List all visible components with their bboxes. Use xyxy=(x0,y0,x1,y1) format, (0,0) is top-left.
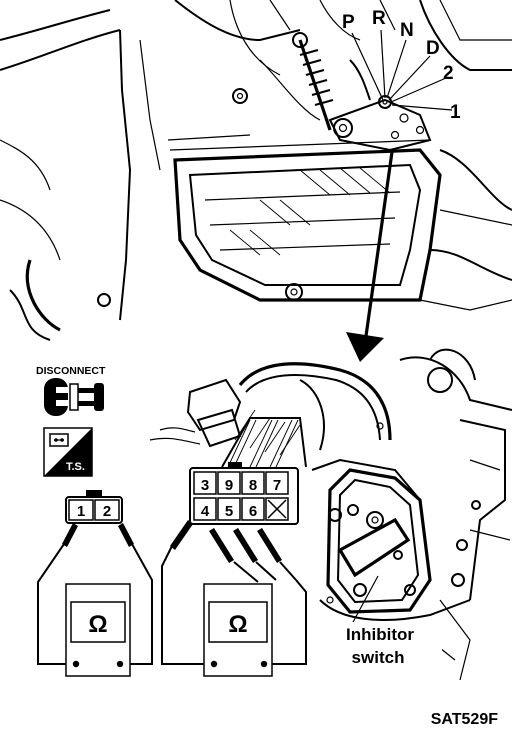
left-meter-terminal-neg xyxy=(72,660,80,668)
left-connector-pin-2 xyxy=(94,499,120,521)
right-pin-9-label: 9 xyxy=(225,477,233,494)
left-pin-2-label: 2 xyxy=(103,503,111,520)
right-pin-8-label: 8 xyxy=(249,477,257,494)
right-pin-4 xyxy=(193,497,217,521)
shift-label-d: D xyxy=(426,38,440,59)
left-meter-terminal-pos xyxy=(116,660,124,668)
left-ohm-symbol: Ω xyxy=(88,611,107,638)
right-pin-8 xyxy=(241,471,265,495)
right-meter-terminal-pos xyxy=(260,660,268,668)
shift-label-2: 2 xyxy=(443,63,454,84)
right-ohmmeter-display xyxy=(208,601,268,643)
callout-leader xyxy=(351,575,379,625)
right-pin-3 xyxy=(193,471,217,495)
right-ohm-symbol: Ω xyxy=(228,611,247,638)
tester-icon: T.S. xyxy=(43,427,93,477)
right-pin-6 xyxy=(241,497,265,521)
right-pin-5 xyxy=(217,497,241,521)
right-pin-5-label: 5 xyxy=(225,503,233,520)
figure-code: SAT529F xyxy=(431,711,499,728)
ts-label: T.S. xyxy=(66,461,85,473)
shift-position-labels: P R N D 2 1 xyxy=(342,8,461,123)
shift-label-p: P xyxy=(342,12,355,33)
shift-label-r: R xyxy=(372,8,386,29)
disconnect-label: DISCONNECT xyxy=(36,365,106,377)
shift-label-n: N xyxy=(400,20,414,41)
right-pin-9 xyxy=(217,471,241,495)
disconnect-connector-icon: DISCONNECT xyxy=(36,365,106,416)
inhibitor-switch-illustration xyxy=(149,348,512,681)
shift-position-lines xyxy=(351,29,453,111)
pointer-arrow xyxy=(346,151,394,362)
right-pin-3-label: 3 xyxy=(201,477,209,494)
right-pin-7 xyxy=(265,471,289,495)
right-pin-7-label: 7 xyxy=(273,477,281,494)
right-pin-6-label: 6 xyxy=(249,503,257,520)
left-pin-1-label: 1 xyxy=(77,503,85,520)
transmission-illustration xyxy=(0,0,512,341)
callout-line-1: Inhibitor xyxy=(346,625,414,644)
right-pin-4-label: 4 xyxy=(201,503,210,520)
left-continuity-test: 1 2 Ω xyxy=(37,490,153,677)
callout-line-2: switch xyxy=(352,648,405,667)
shift-label-1: 1 xyxy=(450,102,461,123)
left-ohmmeter-display xyxy=(70,601,126,643)
left-connector-pin-1 xyxy=(68,499,94,521)
right-meter-terminal-neg xyxy=(210,660,218,668)
right-continuity-test: 3 9 8 7 4 5 6 Ω xyxy=(161,417,307,677)
